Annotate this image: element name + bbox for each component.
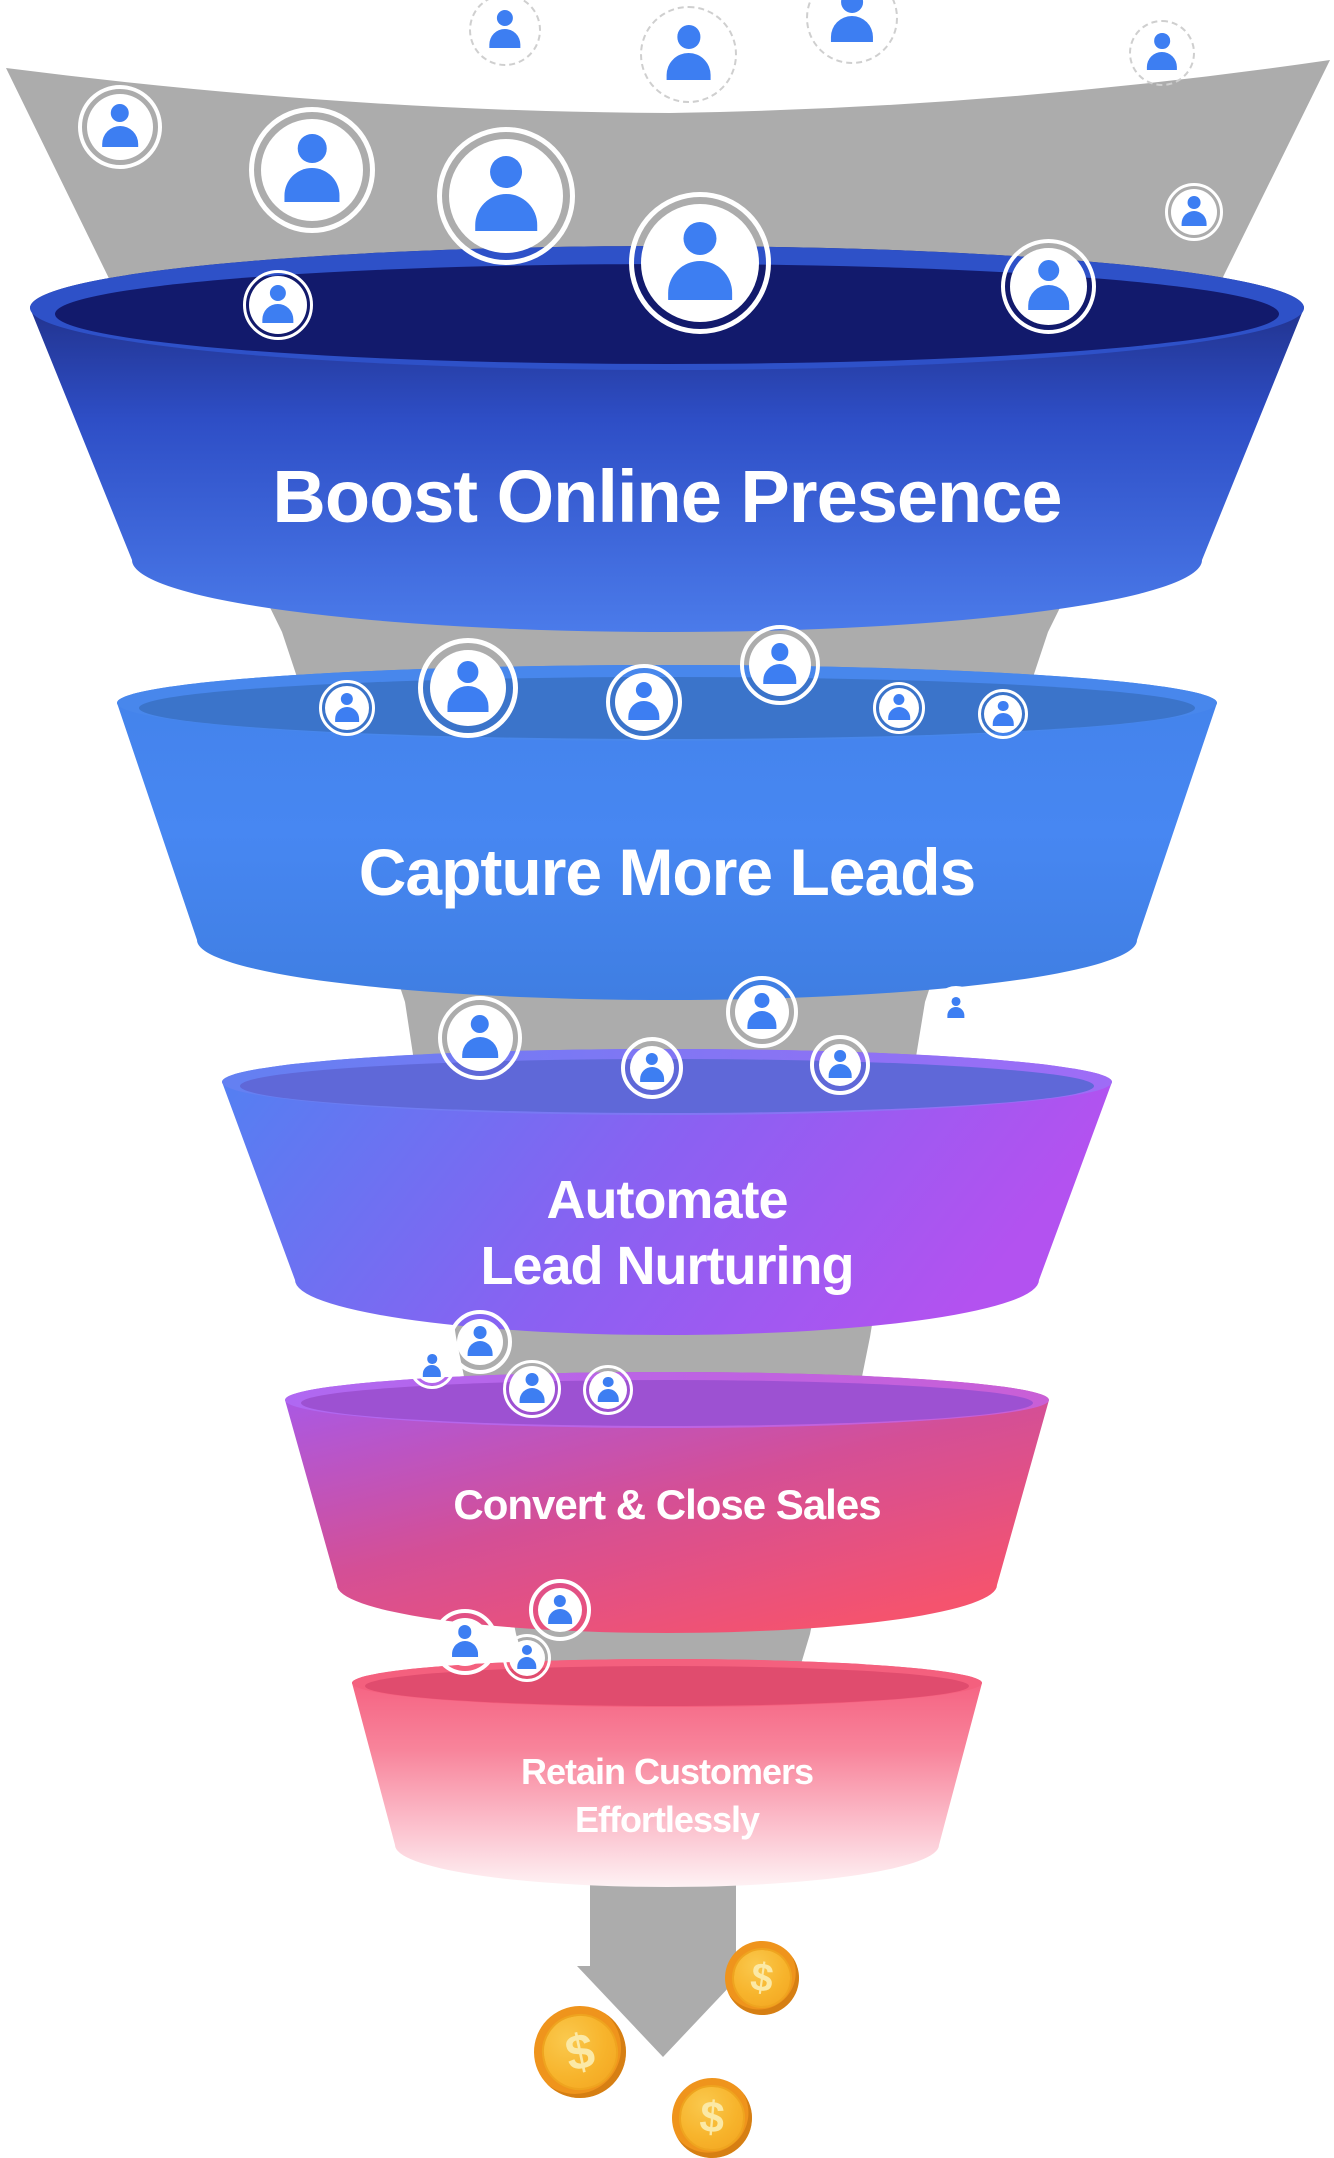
person-icon [806,0,898,64]
person-icon [432,1609,498,1675]
stage-5-label-line: Effortlessly [574,1799,760,1840]
person-glyph [641,204,759,322]
person-icon [934,986,978,1030]
person-glyph [813,0,891,57]
person-glyph [509,1640,545,1676]
dollar-symbol: $ [747,1954,777,2002]
stage-5-label-line: Retain Customers [520,1751,814,1792]
stage-3-label-line: Lead Nurturing [480,1236,855,1296]
person-icon [243,270,313,340]
person-glyph [589,1371,627,1409]
person-icon [503,1634,551,1682]
person-glyph [630,1046,674,1090]
person-glyph [940,992,972,1024]
person-glyph [457,1319,503,1365]
coin-face: $ [676,2082,748,2154]
person-icon [740,625,820,705]
person-icon [1165,183,1223,241]
stage-3-label-line: Automate [546,1170,788,1230]
person-glyph [735,985,789,1039]
person-glyph [325,686,369,730]
stage-5-label: Retain Customers Effortlessly [0,1748,1334,1844]
person-icon [319,680,375,736]
person-icon [606,664,682,740]
person-icon [810,1035,870,1095]
person-glyph [984,695,1022,733]
person-icon [249,107,375,233]
person-icon [469,0,541,66]
stage-4-label-line: Convert & Close Sales [453,1481,881,1528]
person-glyph [430,650,506,726]
person-glyph [879,688,919,728]
person-icon [418,638,518,738]
person-glyph [415,1349,449,1383]
person-glyph [1134,25,1190,81]
person-icon [726,976,798,1048]
down-arrow-icon [577,1881,749,2057]
person-icon [503,1360,561,1418]
person-icon [448,1310,512,1374]
coin-face: $ [727,1943,797,2013]
person-glyph [449,139,563,253]
stage-1-label: Boost Online Presence [0,460,1334,534]
person-icon [438,996,522,1080]
person-icon [409,1343,455,1389]
person-icon [629,192,771,334]
person-glyph [441,1618,489,1666]
person-icon [873,682,925,734]
person-glyph [615,673,673,731]
stage-2-label: Capture More Leads [0,839,1334,905]
person-icon [437,127,575,265]
person-glyph [509,1366,555,1412]
stage-1-label-line: Boost Online Presence [272,455,1062,538]
coin-face: $ [535,2007,625,2097]
person-icon [1001,239,1096,334]
stage-3-label: Automate Lead Nurturing [0,1167,1334,1299]
dollar-symbol: $ [697,2092,727,2143]
person-glyph [261,119,363,221]
person-glyph [538,1588,582,1632]
person-icon [621,1037,683,1099]
stage-4-label: Convert & Close Sales [0,1484,1334,1526]
person-glyph [447,1005,513,1071]
person-glyph [249,276,307,334]
person-icon [583,1365,633,1415]
stage-4-shape [285,1372,1049,1633]
person-icon [78,85,162,169]
person-icon [529,1579,591,1641]
person-glyph [87,94,153,160]
person-icon [1129,20,1195,86]
person-glyph [1171,189,1217,235]
stage-2-label-line: Capture More Leads [358,835,976,909]
dollar-symbol: $ [560,2021,600,2083]
person-icon [978,689,1028,739]
person-glyph [1010,248,1087,325]
person-icon [640,6,737,103]
person-glyph [647,13,730,96]
person-glyph [819,1044,861,1086]
stage-4-opening [301,1380,1033,1426]
person-glyph [749,634,811,696]
person-glyph [476,1,534,59]
